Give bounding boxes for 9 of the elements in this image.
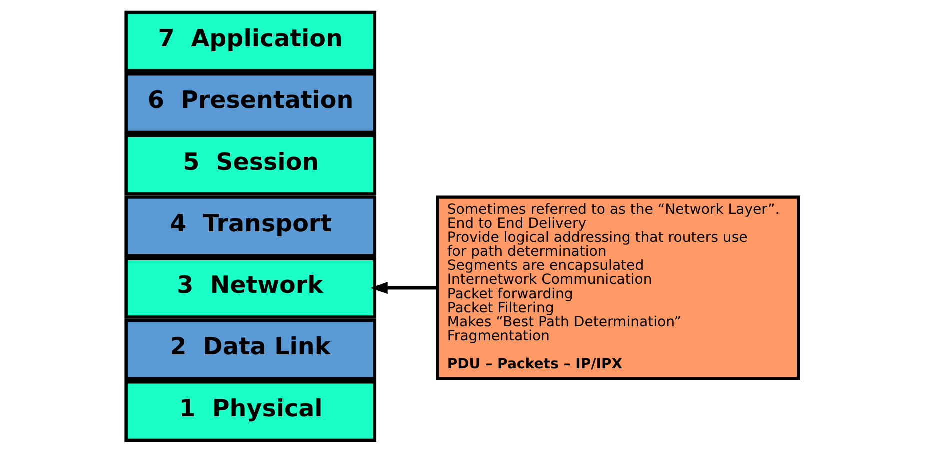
node-box: 4 Transport — [124, 196, 377, 258]
node-box: 7 Application — [124, 10, 377, 72]
node-box: 5 Session — [124, 134, 377, 196]
node-box: 6 Presentation — [124, 72, 377, 134]
node-box: Sometimes referred to as the “Network Layer”. End to End Delivery Provide logical addressing that routers use for path determination Segments are encapsulated Internetwork Communication Packet forwarding Packet Filtering Makes “Best Path Determination” Fragmentation PDU – Packets – IP/IPX — [436, 196, 800, 381]
arrow — [370, 282, 438, 294]
node-box: 1 Physical — [124, 380, 377, 442]
node-box: 3 Network — [124, 257, 377, 319]
node-box: 2 Data Link — [124, 318, 377, 381]
